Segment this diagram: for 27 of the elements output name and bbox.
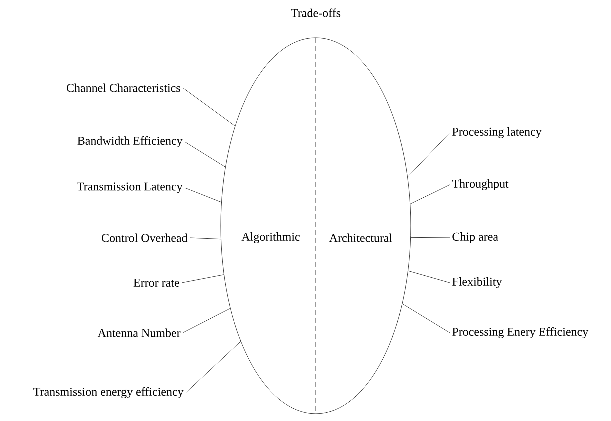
factor-label: Chip area (452, 232, 498, 244)
leader-line (182, 88, 236, 126)
factor-label: Antenna Number (98, 328, 181, 338)
leader-line (410, 237, 450, 238)
title: Trade-offs (291, 8, 341, 18)
leader-line (410, 184, 450, 204)
leader-line (408, 132, 450, 178)
factor-label: Control Overhead (102, 234, 188, 242)
leader-line (184, 142, 226, 168)
factor-label: Bandwidth Efficiency (78, 136, 183, 148)
leader-line (186, 341, 242, 394)
leader-line (184, 188, 222, 203)
factor-label: Transmission energy efficiency (34, 387, 184, 399)
factor-label: Transmission Latency (77, 182, 183, 194)
leader-line (408, 270, 450, 284)
factor-label: Throughput (452, 180, 509, 190)
factor-label: Error rate (134, 279, 180, 287)
factor-label: Processing latency (452, 128, 542, 138)
region-label: Architectural (328, 232, 394, 244)
leader-line (190, 238, 222, 240)
region-label: Algorithmic (240, 232, 302, 244)
factor-label: Flexibility (452, 278, 502, 288)
leader-line (402, 304, 450, 334)
factor-label: Channel Characteristics (67, 84, 180, 92)
leader-line (182, 274, 224, 284)
factor-label: Processing Enery Efficiency (452, 327, 589, 339)
leader-line (182, 308, 231, 334)
